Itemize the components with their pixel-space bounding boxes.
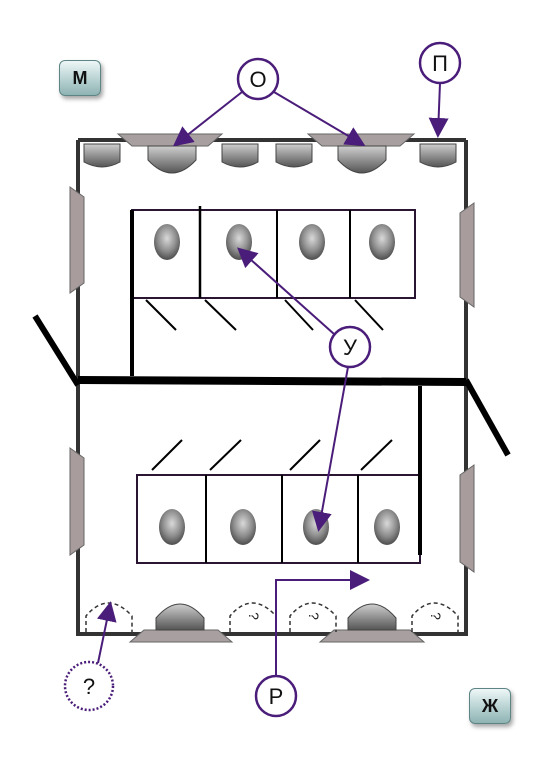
dashed-fixture-mark-3: ? bbox=[306, 612, 322, 620]
toilet-bottom-4 bbox=[374, 509, 400, 545]
stall-door-bottom-4 bbox=[360, 439, 393, 471]
wall-panel-left-top bbox=[69, 186, 85, 294]
urinal-2 bbox=[221, 143, 259, 168]
men-sign: М bbox=[59, 60, 101, 96]
dashed-fixture-mark-2: ? bbox=[246, 612, 262, 620]
dashed-fixture-4 bbox=[411, 602, 459, 632]
wall-panel-right-top bbox=[459, 202, 475, 308]
callout-u: У bbox=[237, 247, 372, 532]
toilet-bottom-3 bbox=[303, 509, 329, 545]
urinal-3 bbox=[275, 143, 313, 168]
sink-3 bbox=[155, 603, 205, 631]
sink-counter-1 bbox=[116, 133, 224, 147]
callout-o: О bbox=[172, 57, 366, 147]
callout-r-label: Р bbox=[269, 684, 284, 709]
dividing-wall bbox=[77, 376, 467, 386]
stall-door-top-4 bbox=[354, 299, 384, 331]
stall-door-top-1 bbox=[145, 299, 177, 331]
toilet-top-3 bbox=[299, 224, 325, 260]
callout-question-label: ? bbox=[83, 674, 95, 699]
callout-p: П bbox=[418, 41, 462, 138]
women-entrance-door bbox=[463, 378, 511, 457]
sink-counter-3 bbox=[128, 629, 234, 643]
wall-panel-right-bottom bbox=[459, 464, 475, 573]
urinal-1 bbox=[83, 143, 121, 168]
sink-2 bbox=[337, 145, 387, 174]
stall-door-top-2 bbox=[204, 299, 237, 331]
men-entrance-door bbox=[32, 314, 81, 387]
wall-panels bbox=[69, 186, 475, 573]
wall-panel-left-bottom bbox=[69, 447, 85, 556]
toilet-top-4 bbox=[369, 224, 395, 260]
bottom-fixtures: ? ? ? bbox=[85, 602, 459, 643]
women-sign-label: Ж bbox=[481, 695, 499, 716]
callout-p-label: П bbox=[432, 51, 448, 76]
sink-counter-4 bbox=[318, 629, 426, 643]
urinal-4 bbox=[419, 143, 457, 168]
top-stalls bbox=[130, 206, 416, 376]
stall-door-bottom-3 bbox=[289, 439, 321, 471]
women-sign: Ж bbox=[469, 688, 511, 724]
callout-r: Р bbox=[254, 570, 370, 718]
sink-4 bbox=[347, 603, 397, 631]
top-fixtures bbox=[83, 133, 457, 174]
bottom-stalls bbox=[136, 386, 422, 564]
callout-o-label: О bbox=[249, 67, 266, 92]
stall-door-top-3 bbox=[284, 299, 314, 331]
stall-door-bottom-2 bbox=[209, 439, 242, 471]
toilet-top-2 bbox=[226, 224, 252, 260]
stall-door-bottom-1 bbox=[151, 439, 183, 471]
dashed-fixture-3 bbox=[289, 602, 337, 632]
callout-u-label: У bbox=[343, 335, 358, 360]
toilet-bottom-1 bbox=[159, 509, 185, 545]
callout-question: ? bbox=[63, 601, 117, 712]
toilet-bottom-2 bbox=[230, 509, 256, 545]
sink-1 bbox=[147, 145, 197, 174]
men-sign-label: М bbox=[72, 67, 88, 88]
toilet-top-1 bbox=[154, 224, 180, 260]
dashed-fixture-mark-4: ? bbox=[428, 612, 444, 620]
